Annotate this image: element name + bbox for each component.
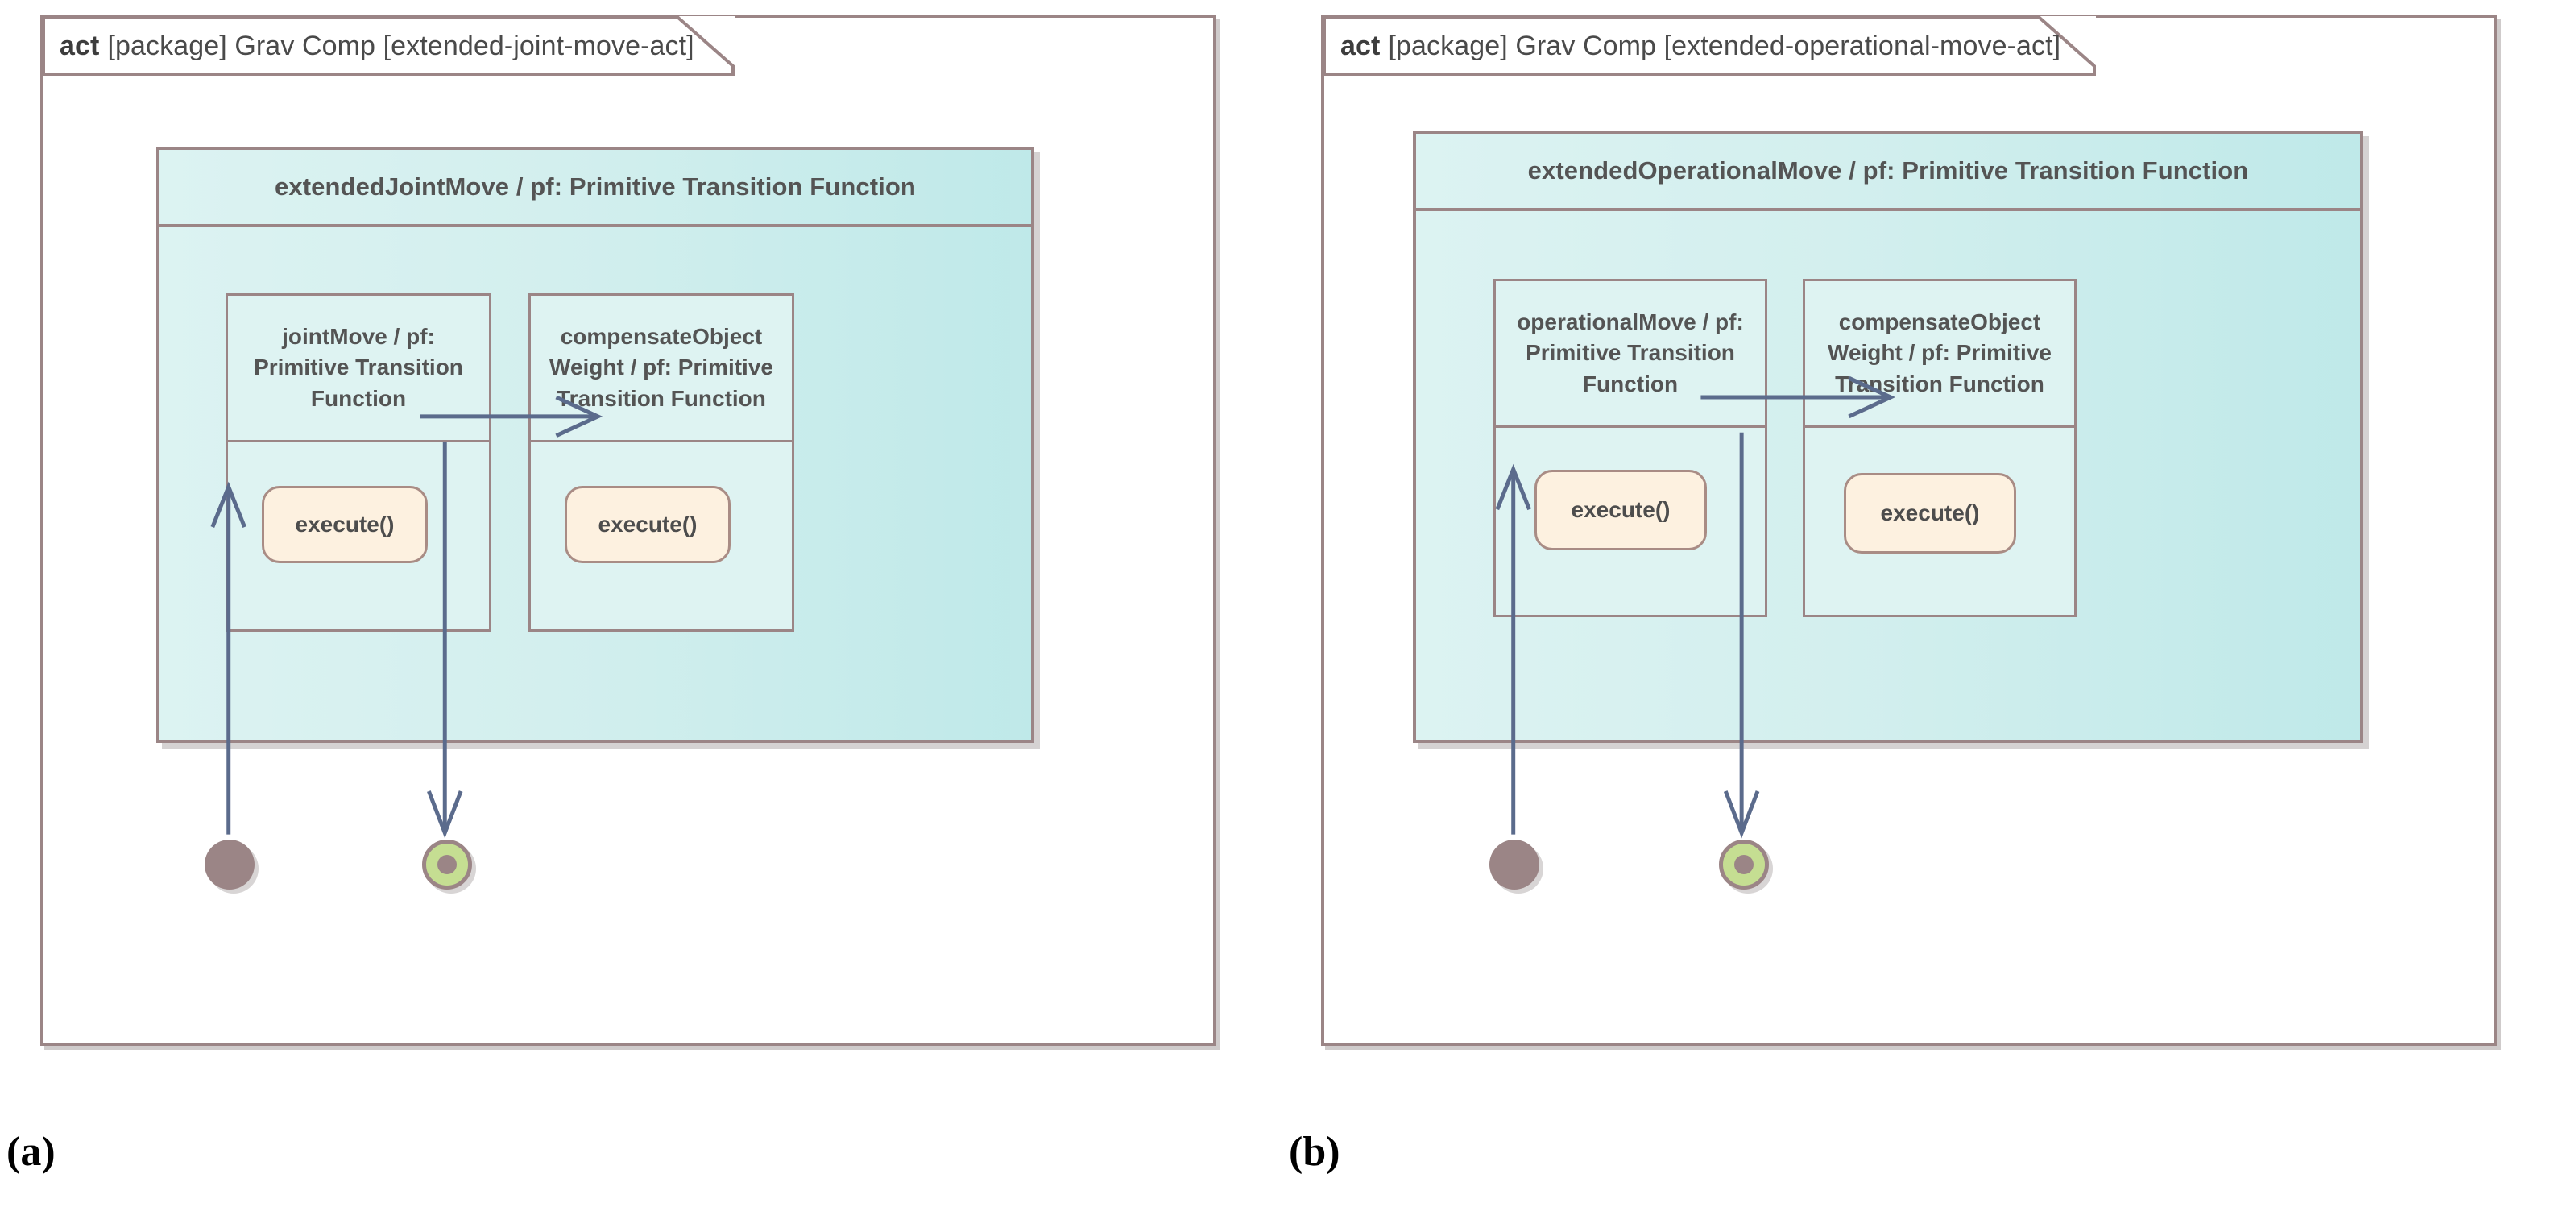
act-qualifier-b: [package] Grav Comp [extended-operationa… xyxy=(1388,30,2061,61)
act-frame-a: act[package] Grav Comp [extended-joint-m… xyxy=(40,15,1216,1046)
partition-title-compensate-object-weight: compensateObject Weight / pf: Primitive … xyxy=(531,296,792,442)
caption-b: (b) xyxy=(1289,1129,1340,1175)
activity-frame-b: extendedOperationalMove / pf: Primitive … xyxy=(1413,131,2363,743)
act-keyword-a: act xyxy=(60,30,100,61)
partition-title-compensate-object-weight: compensateObject Weight / pf: Primitive … xyxy=(1805,281,2074,428)
diagram-panel-a: act[package] Grav Comp [extended-joint-m… xyxy=(40,15,1216,1046)
partition-title-joint-move: jointMove / pf: Primitive Transition Fun… xyxy=(228,296,489,442)
partition-joint-move: jointMove / pf: Primitive Transition Fun… xyxy=(226,293,491,632)
activity-final-node-a xyxy=(422,840,472,890)
partition-compensate-object-weight: compensateObject Weight / pf: Primitive … xyxy=(528,293,794,632)
act-frame-header-a: act[package] Grav Comp [extended-joint-m… xyxy=(42,16,735,76)
activity-frame-a: extendedJointMove / pf: Primitive Transi… xyxy=(156,147,1034,743)
diagram-panel-b: act[package] Grav Comp [extended-operati… xyxy=(1321,15,2497,1046)
action-execute-compensate-object-weight[interactable]: execute() xyxy=(1844,473,2016,554)
action-execute-joint-move[interactable]: execute() xyxy=(262,486,428,563)
activity-title-b: extendedOperationalMove / pf: Primitive … xyxy=(1416,134,2360,211)
initial-node-a xyxy=(205,840,255,890)
partition-title-operational-move: operationalMove / pf: Primitive Transiti… xyxy=(1496,281,1765,428)
partition-compensate-object-weight: compensateObject Weight / pf: Primitive … xyxy=(1803,279,2077,617)
partition-operational-move: operationalMove / pf: Primitive Transiti… xyxy=(1493,279,1767,617)
act-keyword-b: act xyxy=(1340,30,1381,61)
action-execute-operational-move[interactable]: execute() xyxy=(1534,470,1707,550)
activity-final-node-b xyxy=(1719,840,1769,890)
act-qualifier-a: [package] Grav Comp [extended-joint-move… xyxy=(107,30,694,61)
act-header-text-b: act[package] Grav Comp [extended-operati… xyxy=(1340,31,2060,62)
activity-title-a: extendedJointMove / pf: Primitive Transi… xyxy=(159,150,1031,227)
act-frame-header-b: act[package] Grav Comp [extended-operati… xyxy=(1323,16,2096,76)
action-execute-compensate-object-weight[interactable]: execute() xyxy=(565,486,731,563)
caption-a: (a) xyxy=(6,1129,56,1175)
act-header-text-a: act[package] Grav Comp [extended-joint-m… xyxy=(60,31,694,62)
initial-node-b xyxy=(1489,840,1539,890)
act-frame-b: act[package] Grav Comp [extended-operati… xyxy=(1321,15,2497,1046)
